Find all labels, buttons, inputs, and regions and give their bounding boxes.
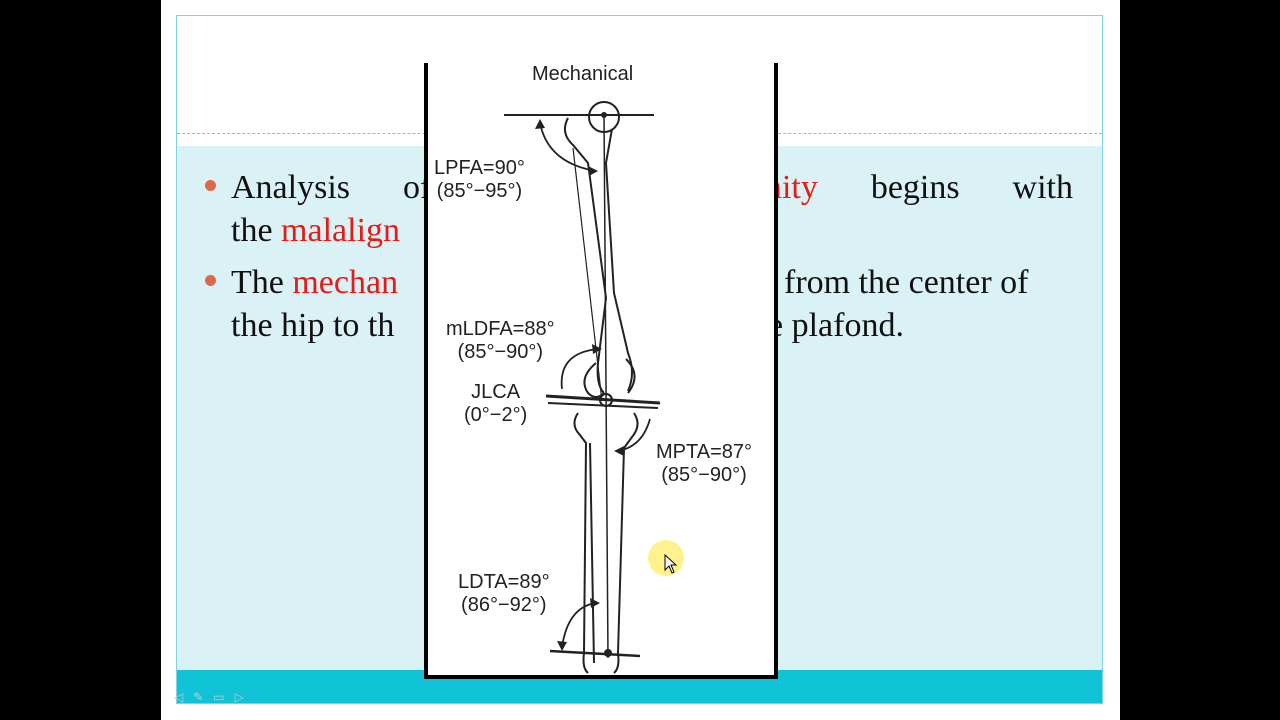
word: begins xyxy=(870,169,960,206)
bullet-dot-icon xyxy=(205,180,216,191)
mpta-name: MPTA=87° xyxy=(656,441,752,463)
highlight-word: malalign xyxy=(281,212,401,249)
word: Analysis xyxy=(231,169,350,206)
ldta-label: LDTA=89° (86°−92°) xyxy=(458,571,550,617)
mpta-label: MPTA=87° (85°−90°) xyxy=(656,441,752,487)
text: the hip to th xyxy=(231,307,395,344)
jlca-range: (0°−2°) xyxy=(464,404,528,426)
word: with xyxy=(1012,169,1073,206)
ldta-range: (86°−92°) xyxy=(461,594,547,616)
mpta-range: (85°−90°) xyxy=(661,464,747,486)
text: The xyxy=(231,264,293,301)
text: from the center of xyxy=(784,264,1029,301)
lpfa-name: LPFA=90° xyxy=(434,157,525,179)
slideshow-controls: ◁✎▭▷ xyxy=(174,690,254,704)
mldfa-range: (85°−90°) xyxy=(457,341,544,363)
slideshow-prev-icon[interactable]: ◁ xyxy=(174,690,194,704)
bullet-1-line-2: the malalign xyxy=(231,209,400,252)
leg-skeleton-drawing xyxy=(504,101,661,674)
bullet-2: The mechan from the center of the hip to… xyxy=(205,261,1073,347)
figure-title: Mechanical xyxy=(532,63,634,85)
highlight-word: mechan xyxy=(292,264,399,301)
mldfa-label: mLDFA=88° (85°−90°) xyxy=(446,318,555,364)
jlca-label: JLCA (0°−2°) xyxy=(464,381,527,427)
bullet-2-line-2-left: the hip to th xyxy=(231,304,394,347)
jlca-name: JLCA xyxy=(471,381,521,403)
mechanical-axis-figure: Mechanical LPFA=90° (85°−95°) mLDFA=88° … xyxy=(424,63,778,679)
ldta-name: LDTA=89° xyxy=(458,571,550,593)
slideshow-menu-icon[interactable]: ▭ xyxy=(213,690,235,704)
bullet-2-line-1-right: from the center of xyxy=(784,261,1029,304)
text: the xyxy=(231,212,282,249)
slideshow-pen-icon[interactable]: ✎ xyxy=(193,690,214,704)
bullet-2-line-1-left: The mechan xyxy=(231,261,398,304)
bullet-2-line-2-right: e plafond. xyxy=(768,304,904,347)
arrow-cursor-icon xyxy=(664,554,678,574)
bullet-dot-icon xyxy=(205,275,216,286)
slideshow-next-icon[interactable]: ▷ xyxy=(234,690,254,704)
cursor-pointer-icon xyxy=(648,540,684,576)
mldfa-name: mLDFA=88° xyxy=(446,318,555,340)
slide-frame xyxy=(176,15,1103,704)
lpfa-range: (85°−95°) xyxy=(436,180,523,202)
text: e plafond. xyxy=(768,307,904,344)
lpfa-label: LPFA=90° (85°−95°) xyxy=(434,157,525,203)
